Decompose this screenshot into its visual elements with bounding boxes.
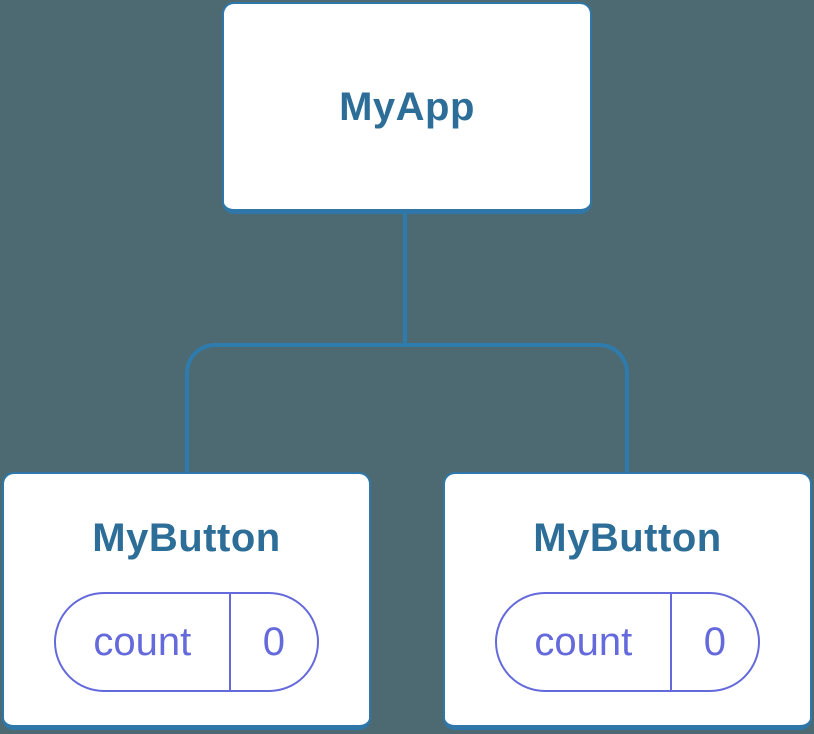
state-key: count	[534, 620, 633, 664]
child-node-mybutton-right: MyButton count 0	[443, 472, 812, 730]
state-value: 0	[228, 594, 317, 690]
child-node-mybutton-left: MyButton count 0	[2, 472, 371, 730]
state-value: 0	[669, 594, 758, 690]
root-component-name: MyApp	[339, 84, 475, 129]
connector-bracket	[185, 343, 629, 472]
child-component-name: MyButton	[533, 516, 722, 560]
root-node-myapp: MyApp	[222, 2, 592, 214]
child-component-name: MyButton	[92, 516, 281, 560]
connector-stem	[403, 214, 407, 346]
state-pill: count 0	[495, 592, 760, 692]
state-key: count	[93, 620, 192, 664]
state-pill: count 0	[54, 592, 319, 692]
